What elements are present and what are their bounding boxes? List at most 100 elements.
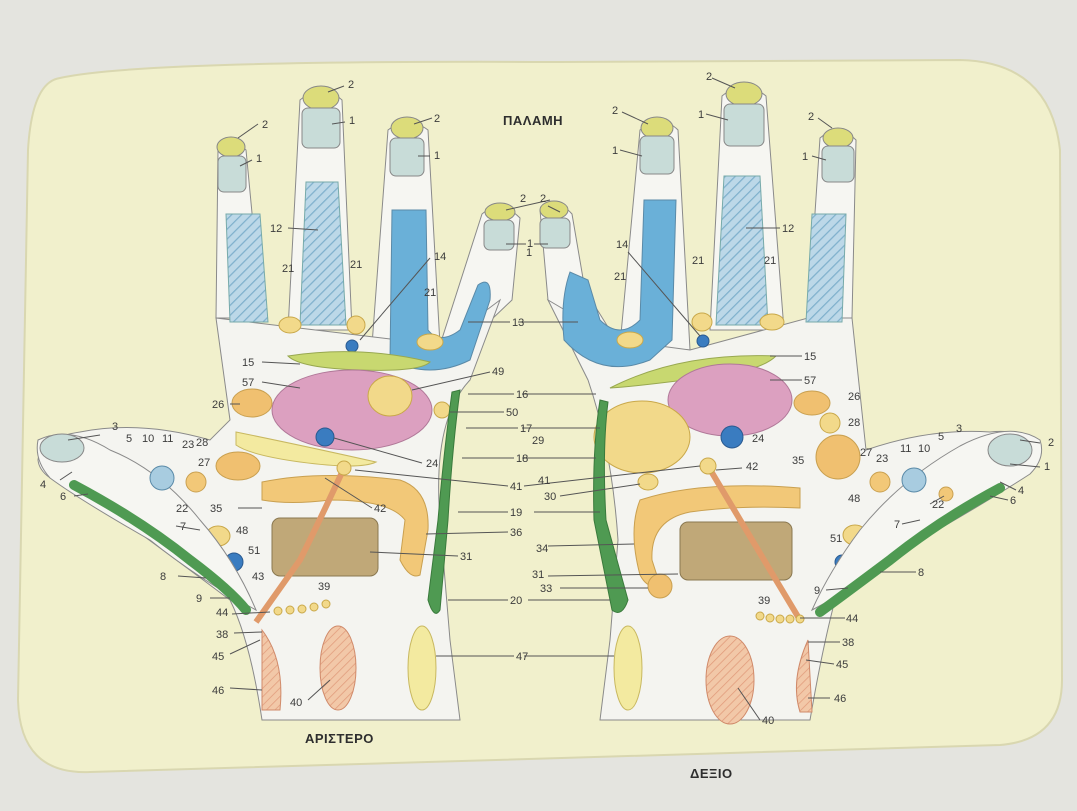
right-label-29: 29: [532, 435, 544, 447]
left-label-1: 1: [349, 115, 355, 127]
palm-title: ΠΑΛΑΜΗ: [503, 113, 563, 128]
left-label-38: 38: [216, 629, 228, 641]
right-label-34: 34: [536, 543, 548, 555]
left-label-46: 46: [212, 685, 224, 697]
right-dot-11: [902, 468, 926, 492]
left-label-24: 24: [426, 458, 438, 470]
left-label-36: 36: [510, 527, 522, 539]
right-label-2: 2: [808, 111, 814, 123]
right-dot-23: [870, 472, 890, 492]
left-label-6: 6: [60, 491, 66, 503]
right-label-11: 11: [900, 443, 911, 455]
right-label-41: 41: [538, 475, 550, 487]
left-label-13: 13: [512, 317, 524, 329]
left-label-2: 2: [262, 119, 268, 131]
right-label-1: 1: [802, 151, 808, 163]
left-tip-middle: [391, 117, 423, 139]
left-label-5: 5: [126, 433, 132, 445]
left-zone-49: [368, 376, 412, 416]
right-label-31: 31: [532, 569, 544, 581]
left-dot-41: [337, 461, 351, 475]
left-label-47: 47: [516, 651, 528, 663]
right-label-51: 51: [830, 533, 842, 545]
right-label-21: 21: [764, 255, 776, 267]
right-label-2: 2: [612, 105, 618, 117]
left-zone-31: [272, 518, 378, 576]
right-label-2: 2: [1048, 437, 1054, 449]
left-label-51: 51: [248, 545, 260, 557]
left-label-23: 23: [182, 439, 194, 451]
right-thumb-tip: [988, 434, 1032, 466]
right-label-1: 1: [698, 109, 704, 121]
right-label-42: 42: [746, 461, 758, 473]
left-dot-11: [150, 466, 174, 490]
left-label-20: 20: [510, 595, 522, 607]
left-seg-little: [218, 156, 246, 192]
left-zone-27: [216, 452, 260, 480]
right-label-35: 35: [792, 455, 804, 467]
right-label-24: 24: [752, 433, 764, 445]
left-label-1: 1: [434, 150, 440, 162]
right-label-12: 12: [782, 223, 794, 235]
right-zone-47: [614, 626, 642, 710]
right-label-8: 8: [918, 567, 924, 579]
right-label-28: 28: [848, 417, 860, 429]
left-label-2: 2: [434, 113, 440, 125]
right-zone-27: [816, 435, 860, 479]
right-seg-middle: [640, 136, 674, 174]
left-label-57: 57: [242, 377, 254, 389]
left-label-2: 2: [520, 193, 526, 205]
right-zone-29: [594, 401, 690, 473]
right-zone-28: [820, 413, 840, 433]
right-label-3: 3: [956, 423, 962, 435]
left-label-27: 27: [198, 457, 210, 469]
left-zone-12a: [226, 214, 268, 322]
left-label-43: 43: [252, 571, 264, 583]
left-label-21: 21: [282, 263, 294, 275]
left-label-18: 18: [516, 453, 528, 465]
right-label-38: 38: [842, 637, 854, 649]
left-label-26: 26: [212, 399, 224, 411]
right-label-23: 23: [876, 453, 888, 465]
right-label-10: 10: [918, 443, 930, 455]
right-zone-26: [794, 391, 830, 415]
left-zone-40: [320, 626, 356, 710]
diagram-card: [18, 60, 1062, 772]
right-zone-12b: [806, 214, 846, 322]
right-label-39: 39: [758, 595, 770, 607]
right-dot-14: [697, 335, 709, 347]
left-zone-50: [434, 402, 450, 418]
right-label-7: 7: [894, 519, 900, 531]
left-label-44: 44: [216, 607, 228, 619]
right-zone-33: [648, 574, 672, 598]
left-dot-23: [186, 472, 206, 492]
left-label-35: 35: [210, 503, 222, 515]
right-label-48: 48: [848, 493, 860, 505]
right-label-46: 46: [834, 693, 846, 705]
right-label-45: 45: [836, 659, 848, 671]
left-label-21: 21: [424, 287, 436, 299]
right-label-44: 44: [846, 613, 858, 625]
left-label-49: 49: [492, 366, 504, 378]
left-label-50: 50: [506, 407, 518, 419]
left-dot-14: [346, 340, 358, 352]
left-label-14: 14: [434, 251, 446, 263]
left-label-3: 3: [112, 421, 118, 433]
left-zone-12b: [300, 182, 346, 325]
right-zone-40: [706, 636, 754, 724]
left-label-19: 19: [510, 507, 522, 519]
right-tip-ring: [726, 82, 762, 106]
right-seg-little: [822, 146, 854, 182]
left-tip-index: [485, 203, 515, 221]
left-label-21: 21: [350, 259, 362, 271]
left-label-48: 48: [236, 525, 248, 537]
left-zone-26: [232, 389, 272, 417]
right-label-1: 1: [1044, 461, 1050, 473]
right-label-1: 1: [612, 145, 618, 157]
right-seg-ring: [724, 104, 764, 146]
left-label-45: 45: [212, 651, 224, 663]
left-label-1: 1: [256, 153, 262, 165]
left-label-42: 42: [374, 503, 386, 515]
